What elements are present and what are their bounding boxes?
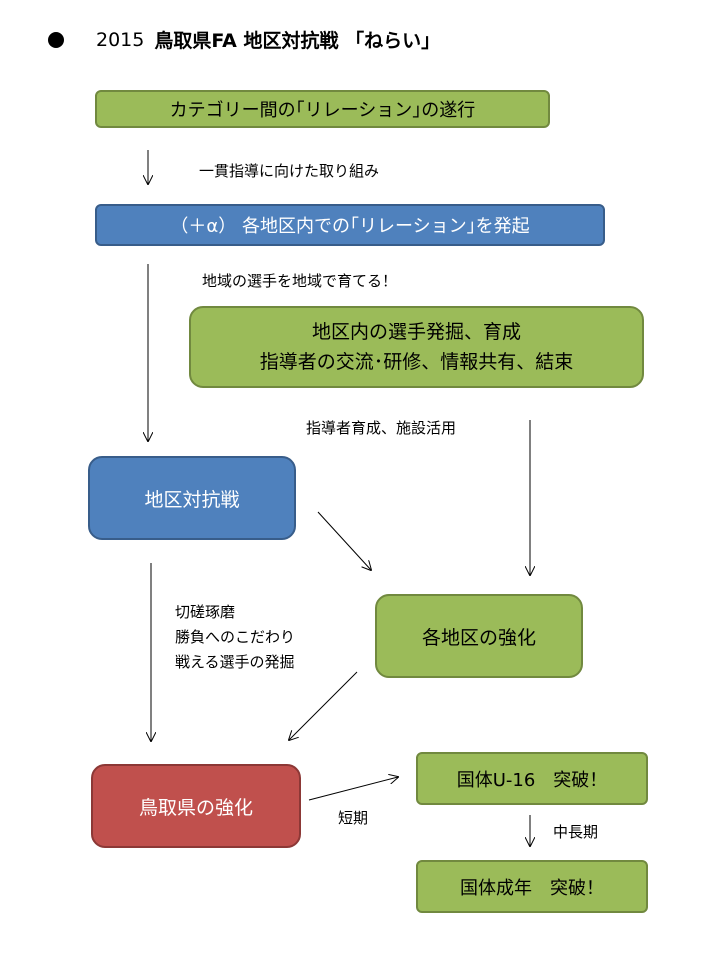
bullet-icon bbox=[48, 31, 64, 48]
arrow-strengthen-to-tottori bbox=[289, 671, 358, 740]
match-benefit-1: 切磋琢磨 bbox=[175, 603, 236, 621]
regional-players-note: 地域の選手を地域で育てる！ bbox=[202, 272, 398, 290]
district-development-line2: 指導者の交流･研修、情報共有、結束 bbox=[259, 351, 574, 373]
tottori-strengthen-label: 鳥取県の強化 bbox=[138, 796, 253, 819]
page-title: 2015 鳥取県FA 地区対抗戦 「ねらい」 bbox=[48, 26, 440, 53]
coach-facility-note: 指導者育成、施設活用 bbox=[306, 419, 457, 437]
kokutai-u16-label: 国体U-16 突破！ bbox=[456, 769, 608, 791]
arrow-tottori-to-u16 bbox=[308, 777, 398, 801]
district-strengthen-label: 各地区の強化 bbox=[421, 626, 536, 649]
district-relation-box: （＋α） 各地区内での｢リレーション｣を発起 bbox=[95, 204, 605, 246]
category-relation-box: カテゴリー間の｢リレーション｣の遂行 bbox=[95, 90, 550, 128]
district-development-box: 地区内の選手発掘、育成 指導者の交流･研修、情報共有、結束 bbox=[189, 306, 644, 388]
kokutai-adult-label: 国体成年 突破！ bbox=[460, 877, 604, 899]
district-development-line1: 地区内の選手発掘、育成 bbox=[311, 321, 521, 343]
mid-long-term-note: 中長期 bbox=[553, 823, 599, 841]
category-relation-label: カテゴリー間の｢リレーション｣の遂行 bbox=[169, 100, 476, 121]
short-term-note: 短期 bbox=[338, 809, 369, 827]
match-benefit-2: 勝負へのこだわり bbox=[175, 628, 296, 646]
district-relation-label: （＋α） 各地区内での｢リレーション｣を発起 bbox=[170, 216, 530, 237]
title-text: 鳥取県FA 地区対抗戦 「ねらい」 bbox=[154, 30, 441, 52]
kokutai-adult-box: 国体成年 突破！ bbox=[416, 860, 648, 913]
match-benefits-note: 切磋琢磨 勝負へのこだわり 戦える選手の発掘 bbox=[175, 600, 345, 675]
consistent-coaching-note: 一貫指導に向けた取り組み bbox=[199, 162, 380, 180]
match-benefit-3: 戦える選手の発掘 bbox=[175, 653, 295, 671]
title-year: 2015 bbox=[96, 28, 145, 51]
kokutai-u16-box: 国体U-16 突破！ bbox=[416, 752, 648, 805]
arrow-match-to-strengthen bbox=[317, 511, 371, 570]
district-match-box: 地区対抗戦 bbox=[88, 456, 296, 540]
district-match-label: 地区対抗戦 bbox=[144, 488, 240, 511]
tottori-strengthen-box: 鳥取県の強化 bbox=[91, 764, 301, 848]
district-strengthen-box: 各地区の強化 bbox=[375, 594, 583, 678]
